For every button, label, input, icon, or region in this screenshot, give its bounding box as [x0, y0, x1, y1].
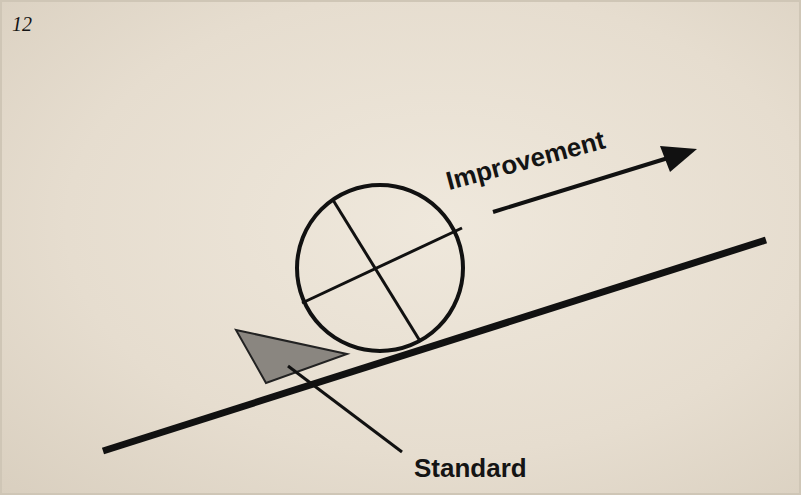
- ball-cross: [333, 200, 420, 341]
- page-number: 12: [12, 14, 32, 34]
- ball-cross: [302, 228, 462, 303]
- callout-label: Standard: [414, 455, 527, 481]
- arrow-head: [660, 146, 697, 172]
- leader-line: [288, 366, 402, 452]
- incline-line: [103, 240, 766, 451]
- ball-circle: [297, 185, 463, 351]
- standard-wedge: [236, 330, 347, 383]
